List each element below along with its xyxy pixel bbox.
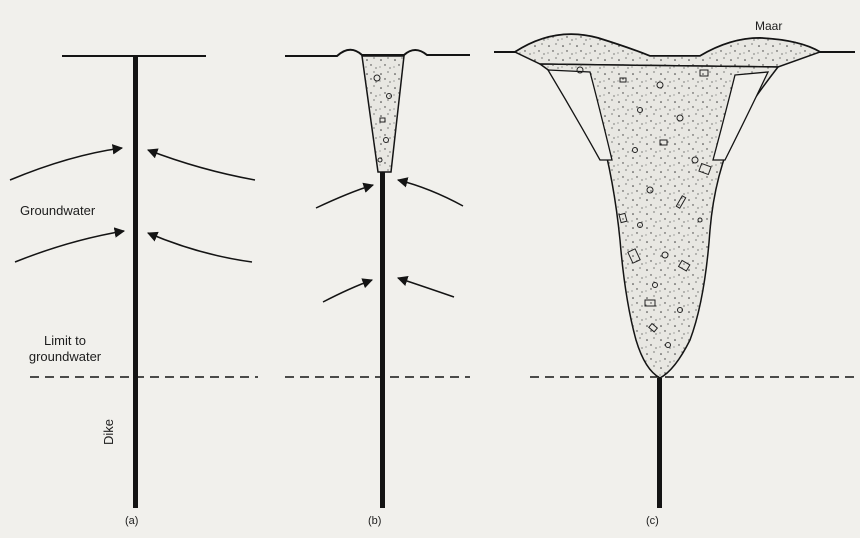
groundwater-arrow-icon [15,231,124,262]
dike-a [133,56,138,508]
panel-caption-c: (c) [646,513,659,529]
groundwater-arrow-icon [10,148,122,180]
ground-surface-b [285,50,470,56]
dike-c [657,378,662,508]
groundwater-arrow-icon [148,150,255,180]
groundwater-arrow-icon [398,278,454,297]
groundwater-arrow-icon [316,185,373,208]
groundwater-arrow-icon [398,180,463,206]
groundwater-label: Groundwater [20,203,95,219]
groundwater-arrow-icon [148,233,252,262]
panel-b [285,50,470,508]
panel-caption-b: (b) [368,513,381,529]
dike-b [380,172,385,508]
panel-a [10,56,258,508]
panel-caption-a: (a) [125,513,138,529]
groundwater-arrow-icon [323,280,372,302]
dike-label: Dike [101,419,117,445]
panel-c [494,34,860,508]
groundwater-limit-label: Limit to groundwater [20,333,110,365]
maar-label: Maar [755,18,782,34]
